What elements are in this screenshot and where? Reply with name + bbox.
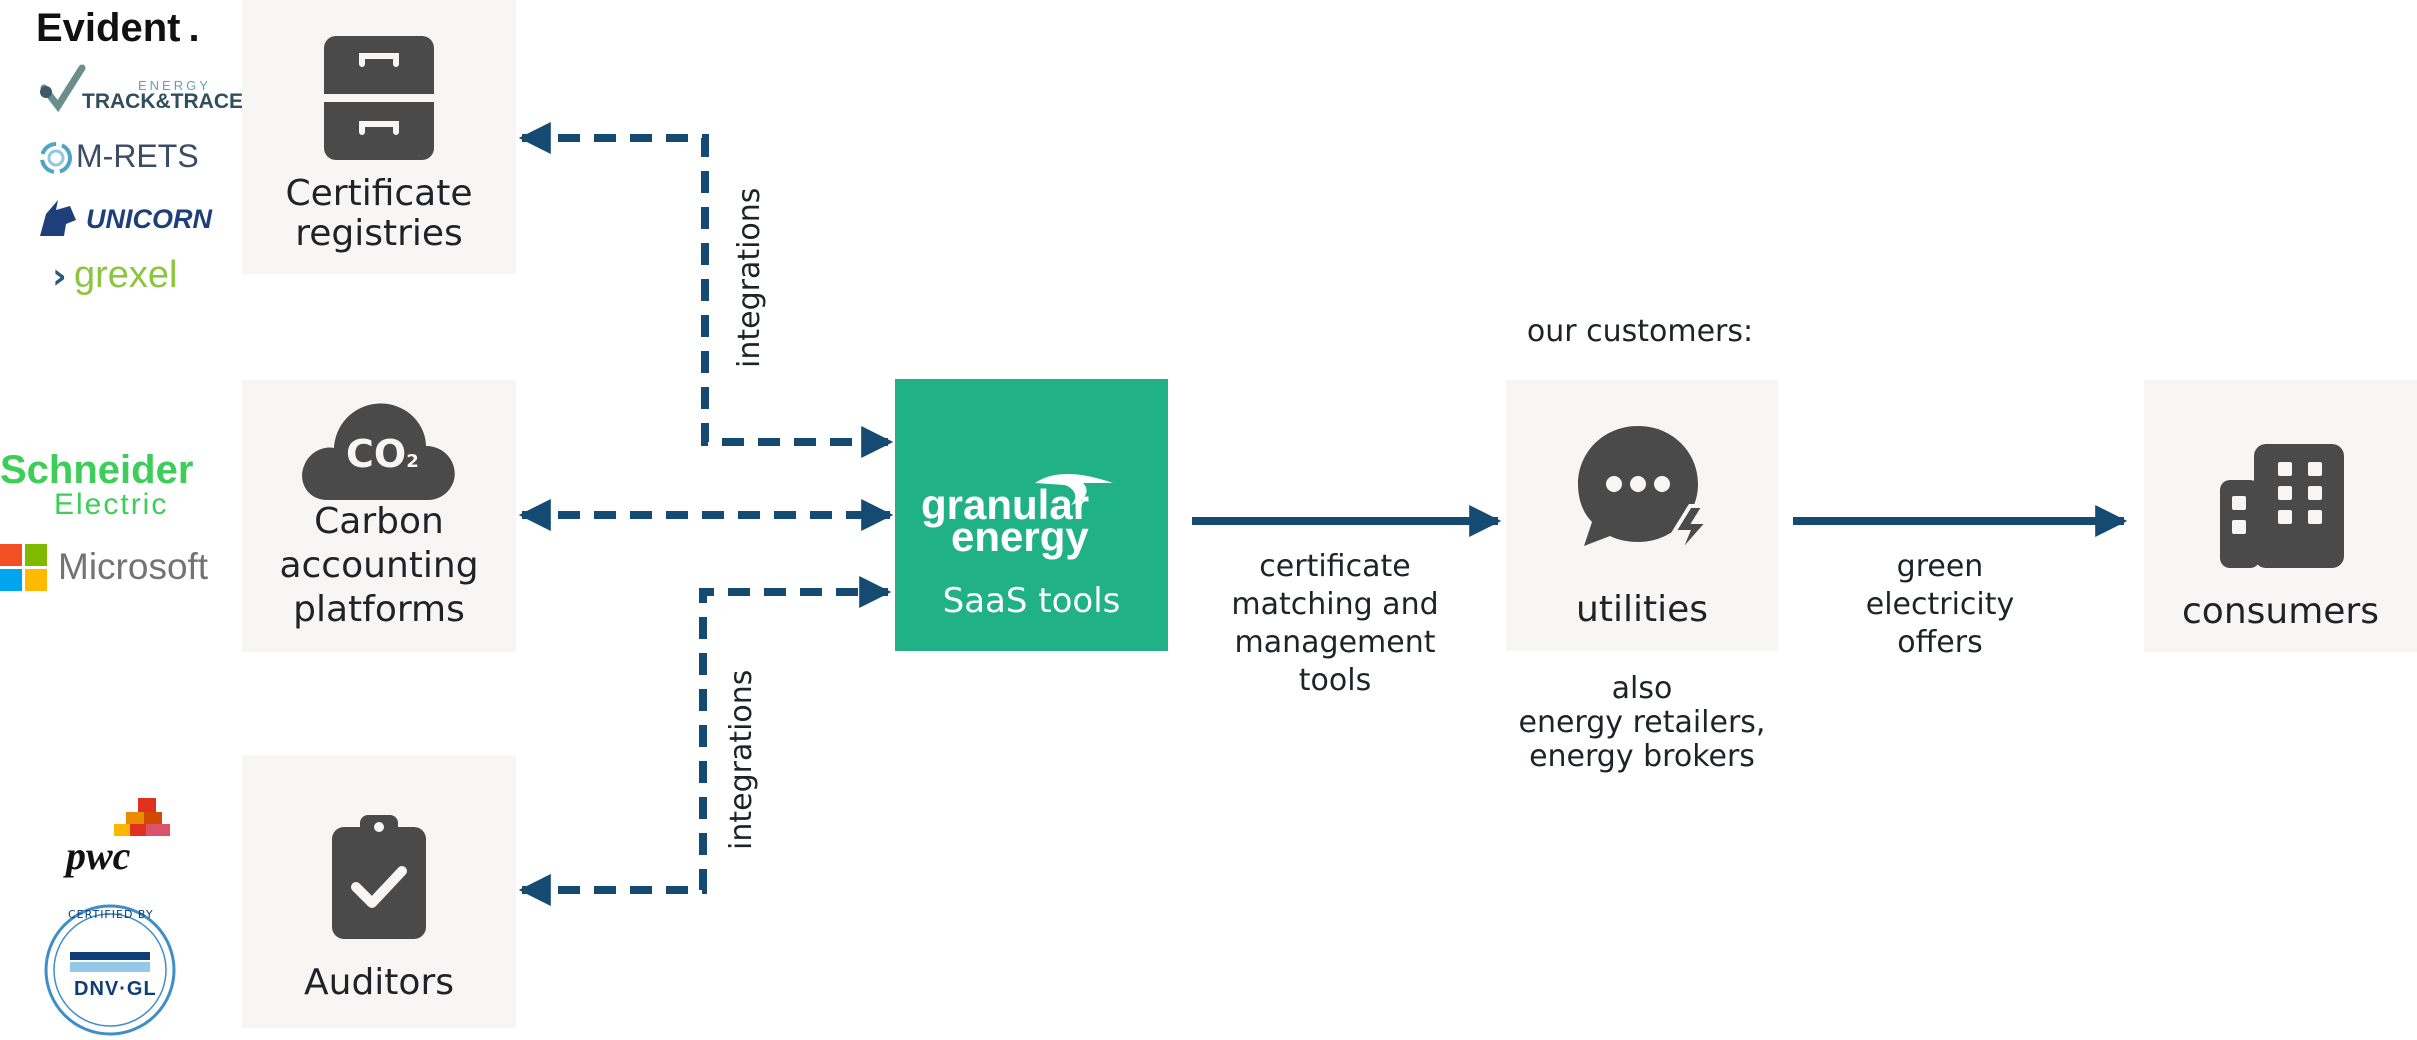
tools-arrow-label: certificate matching and management tool… — [1185, 548, 1485, 700]
consumers-label: consumers — [2182, 591, 2379, 632]
brand-line2: energy — [951, 513, 1089, 560]
co2-main: CO — [346, 432, 407, 476]
carbon-accounting-panel: CO2 Carbon accounting platforms — [242, 380, 516, 652]
utilities-note: also energy retailers, energy brokers — [1480, 672, 1804, 774]
swirl-logo-icon — [40, 142, 72, 174]
brand-line1: granular — [921, 481, 1090, 528]
tools-line3: management — [1234, 625, 1436, 660]
grexel-text: grexel — [74, 254, 178, 296]
tools-line2: matching and — [1231, 587, 1439, 622]
granular-energy-box: granular energy SaaS tools — [895, 379, 1168, 651]
grexel-logo: › grexel — [52, 254, 178, 297]
note-line3: energy brokers — [1529, 739, 1755, 774]
pwc-logo: pwc — [64, 796, 194, 886]
note-line2: energy retailers, — [1518, 705, 1766, 740]
pwc-text: pwc — [66, 833, 131, 878]
mrets-text: M-RETS — [76, 138, 199, 174]
pwc-blocks-icon — [114, 798, 170, 836]
utilities-label: utilities — [1576, 589, 1708, 630]
dnv-top-text: CERTIFIED BY — [68, 908, 154, 921]
ett-small-text: ENERGY — [138, 78, 211, 93]
saas-tools-label: SaaS tools — [942, 581, 1121, 621]
evident-logo-text: Evident — [36, 6, 181, 50]
certificate-registries-panel: Certificate registries — [242, 0, 516, 274]
file-cabinet-icon — [324, 36, 434, 160]
carbon-label-line3: platforms — [293, 589, 465, 630]
bottom-integrations-label: integrations — [724, 669, 759, 850]
co2-sub: 2 — [406, 451, 419, 472]
microsoft-logo: Microsoft — [0, 542, 230, 594]
co2-icon-text: CO2 — [346, 432, 419, 476]
schneider-line1: Schneider — [0, 448, 194, 492]
customers-heading: our customers: — [1526, 314, 1754, 349]
microsoft-squares-icon — [0, 544, 47, 591]
unicorn-logo-icon — [40, 200, 76, 236]
offers-line2: electricity — [1865, 587, 2015, 622]
registries-label-line1: Certificate — [285, 173, 473, 214]
utilities-panel: utilities — [1506, 380, 1778, 651]
check-logo-icon — [40, 64, 86, 113]
unicorn-text: UNICORN — [86, 204, 212, 234]
auditors-integration-arrow — [518, 576, 892, 906]
offers-line1: green — [1896, 549, 1984, 584]
co2-cloud-icon — [302, 403, 455, 500]
building-icon — [2220, 444, 2344, 568]
offers-arrow-label: green electricity offers — [1820, 548, 2060, 662]
note-line1: also — [1611, 671, 1673, 706]
granular-swoosh-icon — [1035, 473, 1113, 505]
ett-main-text: TRACK&TRACE — [82, 90, 243, 113]
auditors-panel: Auditors — [242, 755, 516, 1028]
dnv-gl-badge: CERTIFIED BY DNV·GL — [40, 900, 180, 1036]
clipboard-check-icon — [332, 815, 426, 939]
consumers-panel: consumers — [2144, 380, 2417, 652]
dnv-badge-icon — [44, 904, 176, 1036]
schneider-line2: Electric — [54, 488, 169, 521]
energy-track-trace-logo: ENERGY TRACK&TRACE — [38, 62, 243, 118]
carbon-label-line2: accounting — [279, 545, 479, 586]
mrets-logo: M-RETS — [38, 136, 238, 178]
unicorn-logo: UNICORN — [36, 196, 236, 244]
microsoft-text: Microsoft — [58, 546, 209, 587]
dnv-main-text: DNV·GL — [74, 978, 157, 1000]
evident-logo: Evident. — [36, 6, 200, 50]
offers-line3: offers — [1897, 625, 1983, 660]
top-integrations-label: integrations — [732, 187, 767, 368]
tools-line1: certificate — [1259, 549, 1411, 584]
auditors-label: Auditors — [304, 962, 454, 1003]
tools-line4: tools — [1298, 663, 1372, 698]
registries-label-line2: registries — [295, 213, 463, 254]
carbon-label-line1: Carbon — [314, 501, 444, 542]
registries-integration-arrow — [518, 122, 894, 458]
schneider-logo: Schneider Electric — [0, 448, 220, 524]
chat-lightning-icon — [1578, 426, 1713, 558]
